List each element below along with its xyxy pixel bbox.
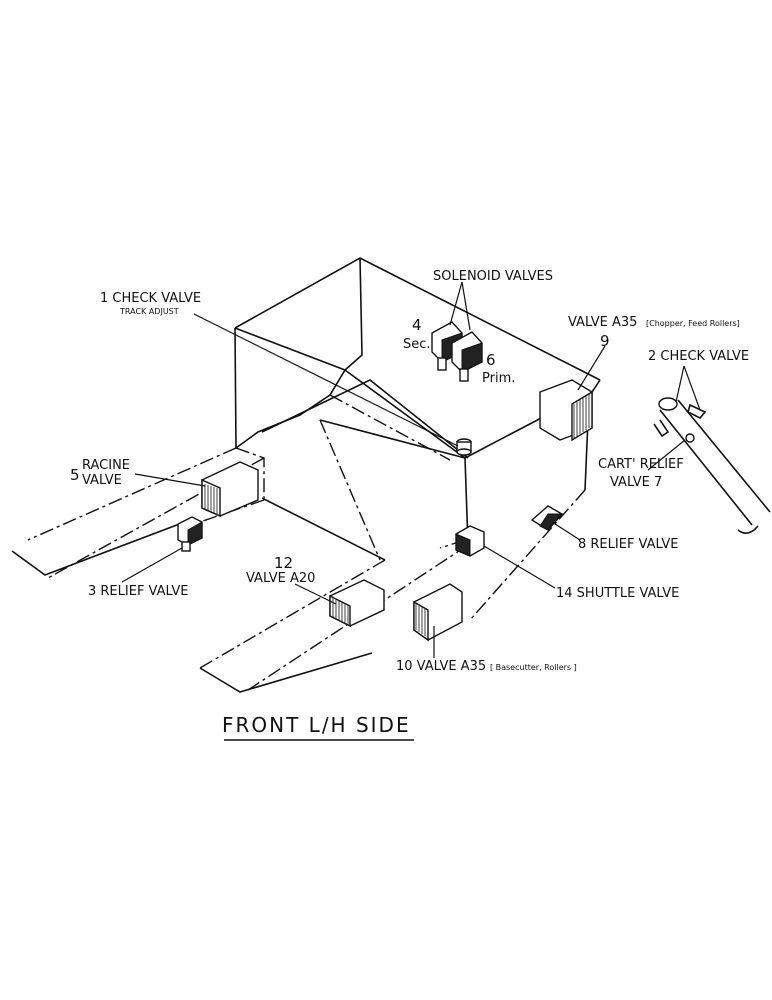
check-valve-1-label: 1 CHECK VALVE xyxy=(100,291,201,306)
check-valve-1 xyxy=(456,438,472,456)
valve-a20-number: 12 xyxy=(274,554,293,572)
valve-a35-top-label: VALVE A35 xyxy=(568,315,637,330)
valve-a35-basecutter xyxy=(413,583,463,642)
valve-9-number: 9 xyxy=(600,332,610,350)
racine-label: RACINE xyxy=(82,458,130,473)
shuttle-valve-14-label: 14 SHUTTLE VALVE xyxy=(556,586,679,601)
relief-valve-8-label: 8 RELIEF VALVE xyxy=(578,537,678,552)
track-adjust-label: TRACK ADJUST xyxy=(119,307,179,316)
diagram-title: FRONT L/H SIDE xyxy=(222,713,411,737)
valve-a35-chopper xyxy=(539,379,593,442)
relief-valve-3 xyxy=(177,516,203,552)
valve-a35-bottom-sublabel: [ Basecutter, Rollers ] xyxy=(490,663,577,672)
valve-a35-bottom-label: 10 VALVE A35 xyxy=(396,659,486,674)
cart-relief-valve-7-label: VALVE 7 xyxy=(610,475,662,490)
check-valve-2-label: 2 CHECK VALVE xyxy=(648,349,749,364)
cart-relief-label: CART' RELIEF xyxy=(598,457,684,472)
valve-a20-label: VALVE A20 xyxy=(246,571,315,586)
relief-valve-8 xyxy=(530,505,564,531)
racine-valve-label: VALVE xyxy=(82,473,122,488)
relief-valve-3-label: 3 RELIEF VALVE xyxy=(88,584,188,599)
racine-valve-5 xyxy=(201,461,259,518)
leader-lines xyxy=(121,281,701,658)
solenoid-prim-label: Prim. xyxy=(482,371,515,386)
shuttle-valve-14 xyxy=(455,525,485,557)
solenoid-valve-6 xyxy=(451,331,483,382)
solenoid-sec-label: Sec. xyxy=(403,337,431,352)
valve-a35-top-sublabel: [Chopper, Feed Rollers] xyxy=(646,319,740,328)
solenoid-6-number: 6 xyxy=(486,351,496,369)
solenoid-valves-label: SOLENOID VALVES xyxy=(433,269,553,284)
solenoid-4-number: 4 xyxy=(412,316,422,334)
racine-5-number: 5 xyxy=(70,466,80,484)
